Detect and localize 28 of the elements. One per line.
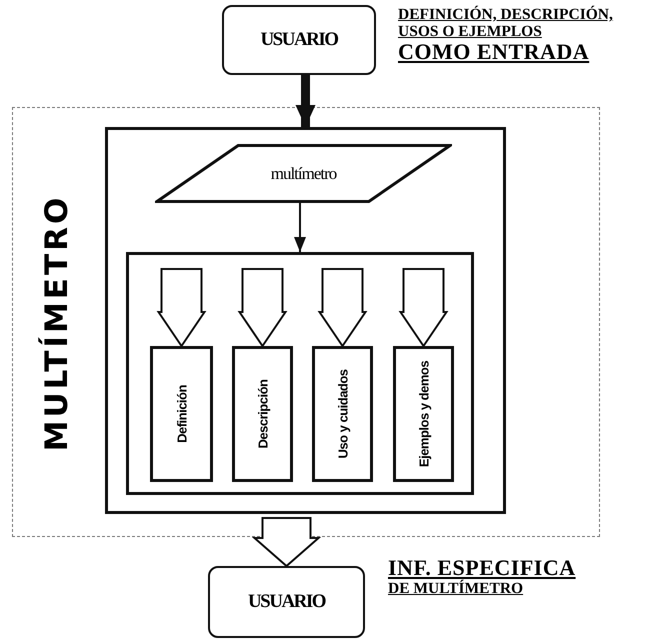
hollow-block-arrow	[398, 268, 448, 348]
user-label: USUARIO	[248, 591, 326, 613]
input-parallelogram	[155, 144, 452, 203]
section-label: Ejemplos y demos	[416, 360, 431, 468]
section-box	[312, 346, 373, 482]
section-label: Descripción	[255, 380, 270, 448]
hollow-block-arrow	[318, 268, 368, 348]
arrow	[296, 75, 316, 127]
input-label: multímetro	[270, 164, 336, 184]
region-title: MULTÍMETRO	[39, 194, 75, 452]
arrow	[294, 203, 306, 252]
user-label: USUARIO	[260, 29, 338, 51]
user-box	[208, 566, 365, 638]
section-box	[232, 346, 293, 482]
section-box	[393, 346, 454, 482]
dashed-region	[12, 107, 600, 537]
section-label: Uso y cuidados	[335, 369, 350, 459]
user-box	[222, 5, 376, 75]
side-note: INF. ESPECIFICA	[388, 556, 577, 580]
hollow-block-arrow	[252, 517, 322, 568]
frame-box	[105, 127, 506, 514]
side-note: DEFINICIÓN, DESCRIPCIÓN, USOS O EJEMPLOS	[398, 6, 614, 40]
hollow-block-arrow	[156, 268, 206, 348]
side-note: DE MULTÍMETRO	[388, 580, 524, 597]
section-box	[150, 346, 213, 482]
hollow-block-arrow	[238, 268, 288, 348]
side-note: COMO ENTRADA	[398, 40, 590, 64]
section-label: Definición	[174, 385, 189, 443]
